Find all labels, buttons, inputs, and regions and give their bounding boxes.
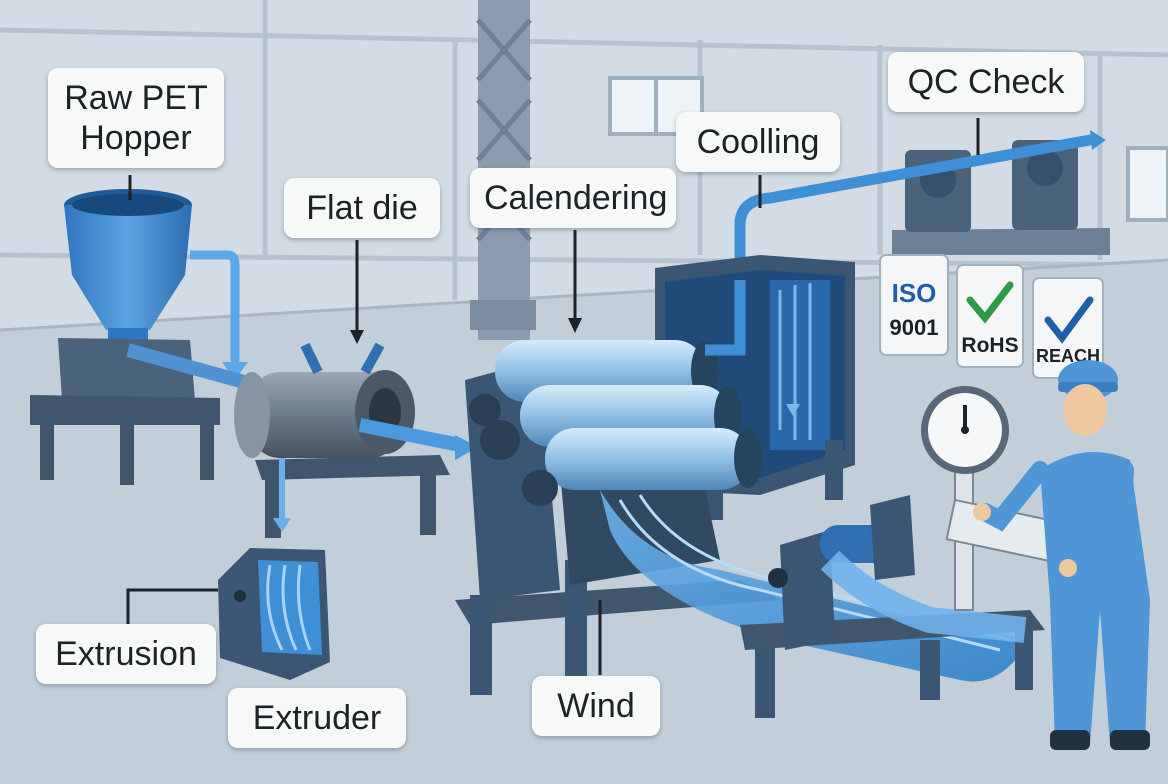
hopper-label-line2: Hopper: [80, 119, 192, 157]
window-2: [1126, 146, 1168, 222]
iso-9001-badge: ISO 9001: [879, 254, 949, 356]
qc-check-label: QC Check: [888, 52, 1084, 112]
reach-badge: REACH: [1032, 277, 1104, 379]
cooling-label: Coolling: [676, 112, 840, 172]
wind-station: [740, 495, 1045, 718]
cooling-return-pipe: [705, 280, 746, 356]
svg-text:ISO: ISO: [892, 278, 937, 308]
cooling-tank: [655, 255, 855, 520]
wind-label: Wind: [532, 676, 660, 736]
extrusion-sample: [218, 548, 330, 680]
flat-die-label: Flat die: [284, 178, 440, 238]
hopper-label-line1: Raw PET: [64, 79, 208, 117]
thickness-gauge: [921, 386, 1059, 611]
svg-text:9001: 9001: [890, 315, 939, 340]
quality-inspector: [973, 360, 1150, 750]
svg-text:RoHS: RoHS: [961, 334, 1018, 357]
rohs-badge: RoHS: [956, 264, 1024, 368]
qc-station: [734, 130, 1110, 286]
calendering-label: Calendering: [470, 168, 676, 228]
extruder-barrel: [234, 342, 450, 538]
extrusion-label: Extrusion: [36, 624, 216, 684]
calender-roller-bottom: [522, 428, 762, 506]
raw-pet-hopper-label: Raw PET Hopper: [48, 68, 224, 168]
feed-pipe: [126, 343, 257, 392]
extrudate-flow: [358, 418, 462, 452]
callout-leader-lines: [126, 118, 980, 675]
extruder-label: Extruder: [228, 688, 406, 748]
